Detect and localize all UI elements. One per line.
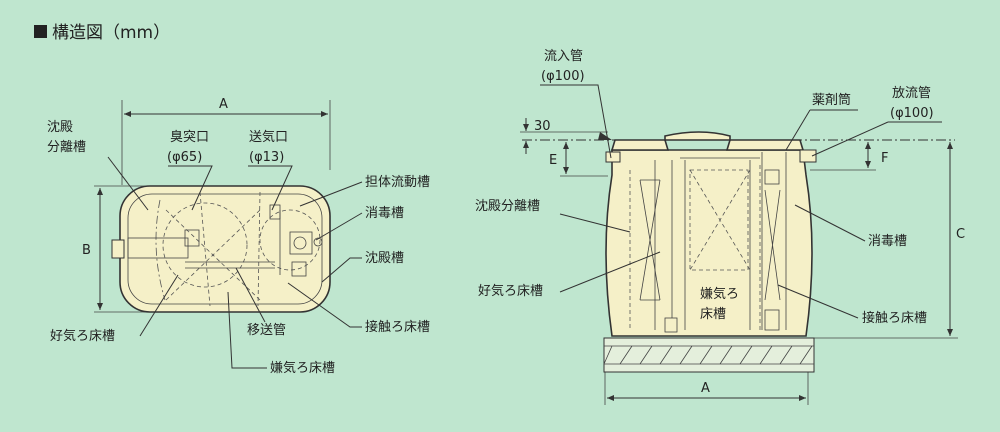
section-label-sedimentation-separation-tank: 沈殿分離槽 [475,199,540,214]
section-label-disinfection-tank: 消毒槽 [868,234,907,249]
plan-label-air-port: 送気口 [249,129,288,145]
plan-dimension-b: B [82,243,91,258]
plan-label-odor-port: 臭突口 [170,129,209,145]
base-slab [603,337,815,373]
section-label-contact-filter-tank: 接触ろ床槽 [862,310,927,326]
section-dimension-a: A [701,381,710,396]
plan-label-anaerobic-filter-tank: 嫌気ろ床槽 [270,360,335,376]
plan-label-carrier-flow-tank: 担体流動槽 [365,175,430,190]
plan-dimension-a: A [219,97,228,112]
plan-label-sedimentation-1: 沈殿 [47,120,73,135]
section-label-inflow-pipe: 流入管 [544,49,583,64]
square-bullet-icon [34,25,47,38]
section-dimension-f: F [881,151,888,166]
plan-label-disinfection-tank: 消毒槽 [365,206,404,221]
plan-label-aerobic-filter-tank: 好気ろ床槽 [50,328,115,344]
section-view: 30 E F C A [475,49,965,405]
title: 構造図（mm） [34,23,170,43]
plan-label-sedimentation-2: 分離槽 [47,140,86,155]
section-label-anaerobic-filter-1: 嫌気ろ [700,286,739,302]
plan-label-contact-filter-tank: 接触ろ床槽 [365,319,430,335]
section-dimension-c: C [956,227,965,242]
plan-label-air-diameter: (φ13) [249,150,284,165]
section-label-anaerobic-filter-2: 床槽 [700,307,726,322]
plan-label-odor-diameter: (φ65) [167,150,202,165]
plan-label-sedimentation-tank: 沈殿槽 [365,251,404,266]
section-dimension-30: 30 [534,119,551,134]
plan-view: A B 沈殿 分離槽 臭突口 (φ65) 送 [47,97,430,376]
plan-label-transfer-pipe: 移送管 [247,323,286,338]
section-dimension-e: E [549,153,557,168]
section-label-outflow-pipe: 放流管 [892,86,931,101]
section-label-outflow-diameter: (φ100) [890,106,934,121]
section-label-aerobic-filter-tank: 好気ろ床槽 [478,283,543,299]
page-title: 構造図（mm） [52,23,170,43]
section-label-inflow-diameter: (φ100) [541,69,585,84]
section-label-chemical-tube: 薬剤筒 [812,92,851,108]
